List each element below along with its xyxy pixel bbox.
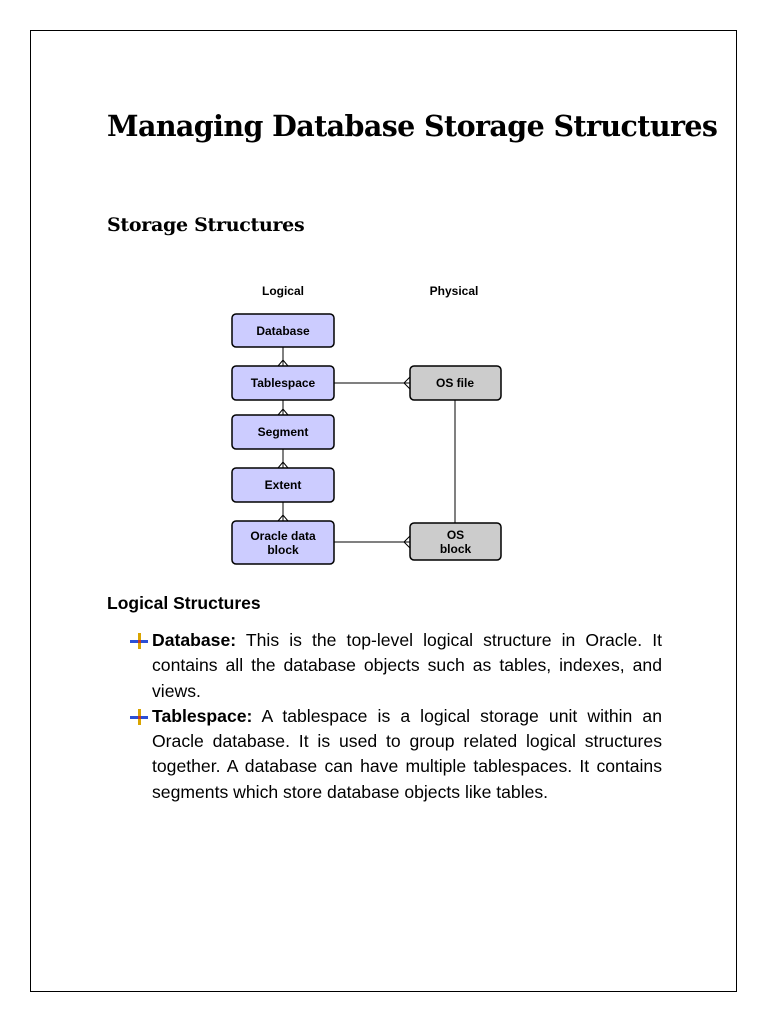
logical-structures-heading: Logical Structures — [107, 593, 261, 613]
logical-structures-list: Database: This is the top-level logical … — [130, 628, 662, 805]
logical-physical-connectors — [334, 376, 456, 549]
list-item-term: Database: — [152, 630, 237, 650]
list-item: Database: This is the top-level logical … — [130, 628, 662, 704]
physical-box-label: OS block — [439, 527, 472, 556]
page-title: Managing Database Storage Structures — [107, 109, 718, 143]
logical-box-tablespace: Tablespace — [231, 365, 335, 401]
list-item-term: Tablespace: — [152, 705, 253, 726]
physical-box-os-block: OS block — [409, 522, 502, 561]
list-item: Tablespace: A tablespace is a logical st… — [130, 704, 662, 805]
logical-box-database: Database — [231, 313, 335, 348]
logical-box-segment: Segment — [231, 414, 335, 450]
logical-box-oracle-data-block: Oracle data block — [231, 520, 335, 565]
logical-box-label: Oracle data block — [250, 528, 316, 557]
section-subtitle: Storage Structures — [107, 214, 305, 236]
four-pointed-star-icon — [130, 633, 148, 649]
list-item-text: A tablespace is a logical storage unit w… — [152, 705, 662, 802]
logical-box-extent: Extent — [231, 467, 335, 503]
logical-box-label: Database — [256, 324, 310, 338]
page-frame — [30, 30, 737, 992]
storage-structures-diagram: Logical Physical Database Tablespace Seg… — [231, 284, 502, 565]
four-pointed-star-icon — [130, 708, 148, 725]
physical-box-os-file: OS file — [409, 365, 502, 401]
physical-box-label: OS file — [436, 376, 474, 390]
logical-connectors — [277, 347, 289, 522]
logical-box-label: Segment — [258, 425, 309, 439]
logical-column-label: Logical — [262, 284, 304, 298]
logical-box-label: Tablespace — [251, 376, 316, 390]
physical-column-label: Physical — [430, 284, 479, 298]
list-item-text: This is the top-level logical structure … — [152, 630, 662, 701]
logical-box-label: Extent — [265, 478, 302, 492]
